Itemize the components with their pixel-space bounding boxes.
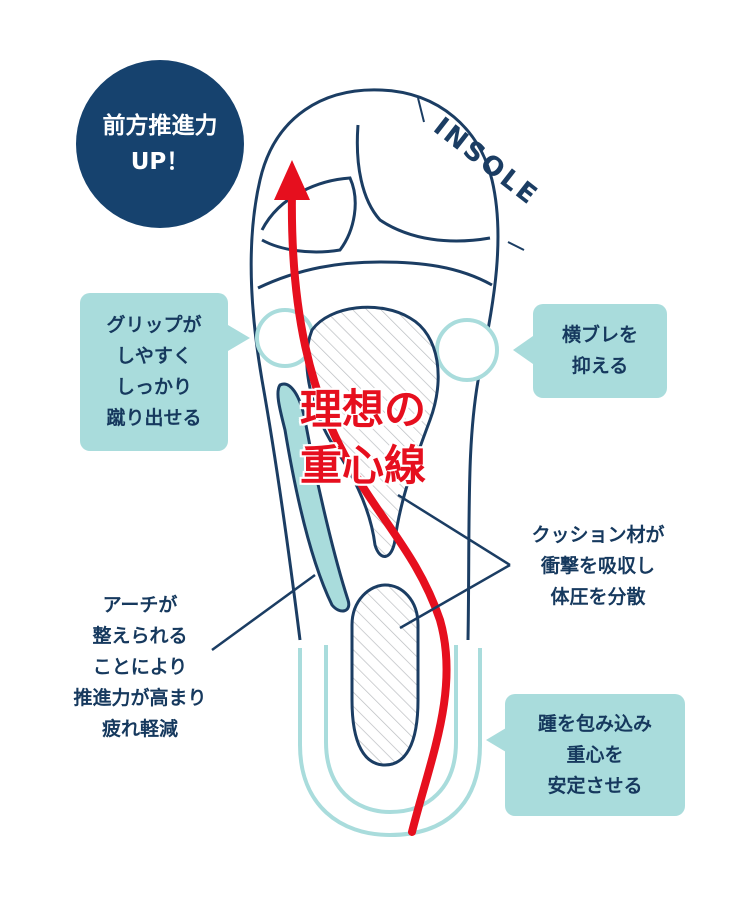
badge-line-1: 前方推進力 bbox=[102, 113, 218, 139]
arch-line-5: 疲れ軽減 bbox=[101, 718, 178, 740]
heel-line-3: 安定させる bbox=[547, 774, 643, 797]
lateral-bump-right bbox=[435, 318, 499, 382]
insole-label: INSOLE bbox=[428, 112, 545, 212]
cushion-line-1: クッション材が bbox=[531, 524, 665, 546]
arch-leader bbox=[211, 573, 316, 652]
lateral-callout: 横ブレを 抑える bbox=[533, 304, 667, 398]
ideal-line-1: 理想の bbox=[300, 385, 427, 434]
badge-line-2: UP！ bbox=[130, 149, 190, 175]
ideal-line-2: 重心線 bbox=[300, 441, 427, 490]
insole-tick-bottom bbox=[507, 241, 525, 251]
arch-text: アーチが 整えられる ことにより 推進力が高まり 疲れ軽減 bbox=[50, 590, 230, 745]
heel-cup-inner bbox=[324, 645, 458, 815]
grip-line-4: 蹴り出せる bbox=[106, 407, 202, 429]
cushion-leader-upper bbox=[397, 493, 511, 567]
grip-callout: グリップが しやすく しっかり 蹴り出せる bbox=[80, 293, 228, 451]
ideal-gravity-line bbox=[287, 186, 451, 836]
grip-line-1: グリップが bbox=[106, 314, 202, 336]
grip-line-3: しっかり bbox=[115, 376, 192, 398]
cushion-leader-lower bbox=[399, 563, 511, 630]
cushion-line-2: 衝撃を吸収し bbox=[540, 555, 655, 577]
lateral-line-1: 横ブレを bbox=[561, 324, 638, 346]
forward-propulsion-badge: 前方推進力 UP！ bbox=[76, 60, 244, 228]
toe-pad-left bbox=[260, 176, 357, 254]
arch-line-3: ことにより bbox=[92, 656, 188, 678]
grip-line-2: しやすく bbox=[116, 345, 192, 367]
cushion-text: クッション材が 衝撃を吸収し 体圧を分散 bbox=[508, 520, 688, 613]
insole-outline bbox=[249, 88, 500, 641]
cushion-heel bbox=[350, 583, 420, 767]
cushion-line-3: 体圧を分散 bbox=[550, 586, 646, 608]
heel-line-1: 踵を包み込み bbox=[537, 712, 652, 735]
insole-tick-top bbox=[417, 97, 425, 123]
toe-pad-right bbox=[355, 124, 491, 243]
grip-pointer bbox=[228, 325, 250, 351]
arch-line-1: アーチが bbox=[102, 594, 178, 616]
lateral-line-2: 抑える bbox=[571, 355, 629, 377]
heel-pointer bbox=[486, 728, 506, 752]
heel-line-2: 重心を bbox=[566, 743, 624, 766]
gravity-arrow-head bbox=[274, 160, 310, 200]
arch-support bbox=[276, 382, 351, 613]
cushion-upper bbox=[305, 305, 440, 558]
lateral-pointer bbox=[513, 336, 533, 364]
arch-line-4: 推進力が高まり bbox=[73, 687, 207, 709]
heel-callout: 踵を包み込み 重心を 安定させる bbox=[505, 694, 685, 816]
heel-cup-outer bbox=[298, 648, 482, 838]
ideal-gravity-label: 理想の 重心線 bbox=[300, 382, 426, 494]
arch-line-2: 整えられる bbox=[92, 625, 188, 647]
